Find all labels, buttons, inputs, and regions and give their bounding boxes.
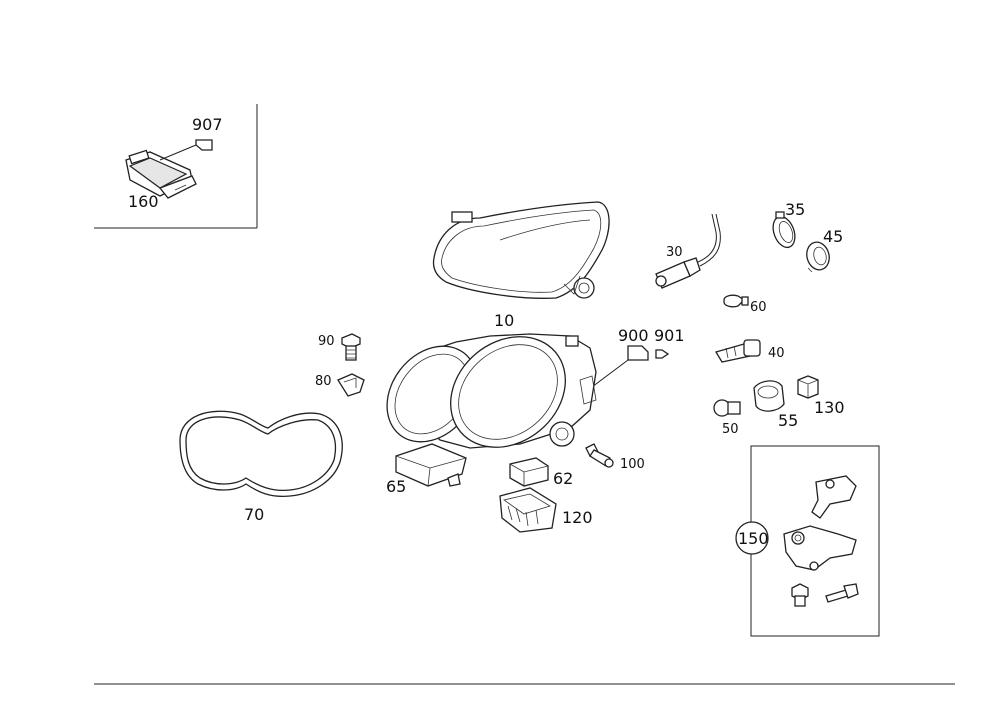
label-50: 50 xyxy=(722,422,739,437)
label-60: 60 xyxy=(750,300,767,315)
part-120-tray[interactable] xyxy=(499,487,557,533)
label-35: 35 xyxy=(785,200,805,219)
part-150-bracket[interactable] xyxy=(783,475,859,607)
label-55: 55 xyxy=(778,411,798,430)
label-150: 150 xyxy=(738,529,769,548)
label-120: 120 xyxy=(562,508,593,527)
part-55-socket[interactable] xyxy=(753,380,785,412)
part-50-bulb[interactable] xyxy=(713,399,741,417)
inset-frame-160 xyxy=(94,104,258,229)
label-10: 10 xyxy=(494,311,514,330)
label-70: 70 xyxy=(244,505,264,524)
headlamp-assembly[interactable] xyxy=(368,314,597,470)
label-30: 30 xyxy=(666,245,683,260)
label-45: 45 xyxy=(823,227,843,246)
part-35-ring[interactable] xyxy=(769,211,799,250)
label-80: 80 xyxy=(315,374,332,389)
label-62: 62 xyxy=(553,469,573,488)
label-65: 65 xyxy=(386,477,406,496)
label-907: 907 xyxy=(192,115,223,134)
part-30-bulb-cable[interactable] xyxy=(655,213,721,289)
part-60-bulb[interactable] xyxy=(723,294,749,308)
part-10-headlamp-top[interactable] xyxy=(432,201,610,299)
part-160-module[interactable] xyxy=(125,149,197,199)
part-70-seal[interactable] xyxy=(179,410,343,498)
part-65-box[interactable] xyxy=(395,443,467,487)
part-100-screw[interactable] xyxy=(585,443,614,468)
label-160: 160 xyxy=(128,192,159,211)
part-40-bulb[interactable] xyxy=(715,339,761,363)
part-900-connector[interactable] xyxy=(587,345,649,391)
label-100: 100 xyxy=(620,457,645,472)
label-90: 90 xyxy=(318,334,335,349)
label-901: 901 xyxy=(654,326,685,345)
label-900: 900 xyxy=(618,326,649,345)
part-901-pin[interactable] xyxy=(655,349,670,359)
part-130-block[interactable] xyxy=(797,375,819,399)
part-62-box[interactable] xyxy=(509,457,549,487)
label-40: 40 xyxy=(768,346,785,361)
part-45-ring[interactable] xyxy=(804,240,832,273)
part-907-connector[interactable] xyxy=(159,139,213,161)
part-80-clip[interactable] xyxy=(337,373,365,397)
label-130: 130 xyxy=(814,398,845,417)
callout-circle-150 xyxy=(735,521,769,555)
part-90-bolt[interactable] xyxy=(341,333,361,361)
